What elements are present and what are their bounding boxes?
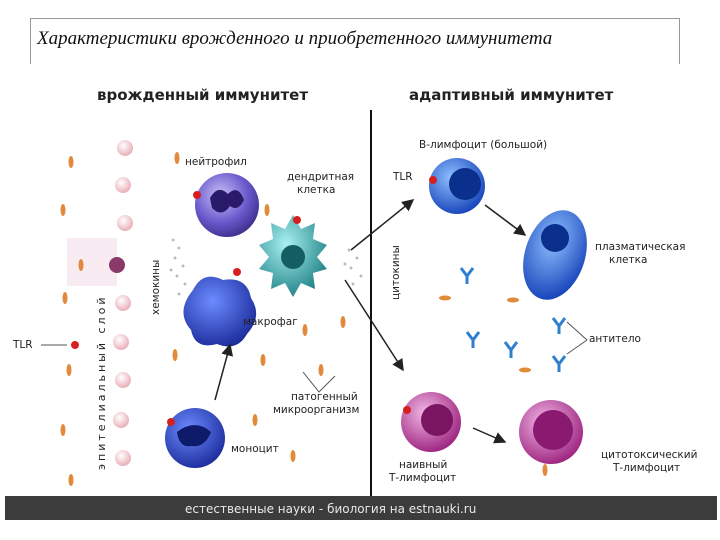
macrophage-label: макрофаг [243,316,298,328]
macrophage-cell [183,268,257,347]
cytotoxic-t-cell [519,400,583,464]
plasma-label-2: клетка [609,254,647,266]
neutrophil-cell [193,173,259,237]
footer-text: естественные науки - биология на estnauk… [185,502,476,516]
dendritic-to-b-arrow [350,199,415,251]
monocyte-cell [165,408,225,468]
pathogen-pointer [302,371,336,393]
cytokines-label: цитокины [390,245,402,300]
b-lymphocyte-label: В-лимфоцит (большой) [419,139,547,151]
cytotoxic-label-1: цитотоксический [601,449,697,461]
dendritic-label-2: клетка [297,184,335,196]
tlr-b-label: TLR [392,171,413,183]
adaptive-header: адаптивный иммунитет [409,86,614,104]
pathogen-icons [60,152,548,486]
cytotoxic-label-2: Т-лимфоцит [612,462,680,474]
b-lymphocyte-cell [429,158,485,214]
epithelial-layer [67,140,133,466]
naive-t-label-2: Т-лимфоцит [388,472,456,484]
dendritic-label-1: дендритная [287,171,354,183]
dendritic-cell [259,215,327,297]
chemokine-dots [169,238,187,296]
naive-t-label-1: наивный [399,459,447,471]
naive-t-cell [401,392,461,452]
neutrophil-label: нейтрофил [185,156,247,168]
dendritic-to-t-arrow [344,279,404,372]
epithelial-label: эпителиальный слой [95,295,108,470]
cytokine-dots [343,248,363,286]
antibody-icons [459,267,567,372]
pathogen-label-1: патогенный [291,391,358,403]
slide-title-box: Характеристики врожденного и приобретенн… [30,18,680,64]
innate-header: врожденный иммунитет [97,86,308,104]
naive-to-cytotoxic-arrow [472,427,507,444]
pathogen-label-2: микроорганизм [273,404,359,416]
tlr-receptor-icon [71,341,79,349]
footer-bar [5,496,717,520]
chemokines-label: хемокины [150,260,162,315]
plasma-cell [523,210,587,300]
b-to-plasma-arrow [484,204,527,236]
immunity-diagram: врожденный иммунитет адаптивный иммуните… [5,70,717,530]
monocyte-to-macrophage-arrow [214,343,234,401]
tlr-left-label: TLR [12,339,33,351]
plasma-label-1: плазматическая [595,241,685,253]
slide-title: Характеристики врожденного и приобретенн… [37,28,553,49]
antibody-label: антитело [589,333,641,345]
antibody-pointer [566,321,588,355]
monocyte-label: моноцит [231,443,279,455]
